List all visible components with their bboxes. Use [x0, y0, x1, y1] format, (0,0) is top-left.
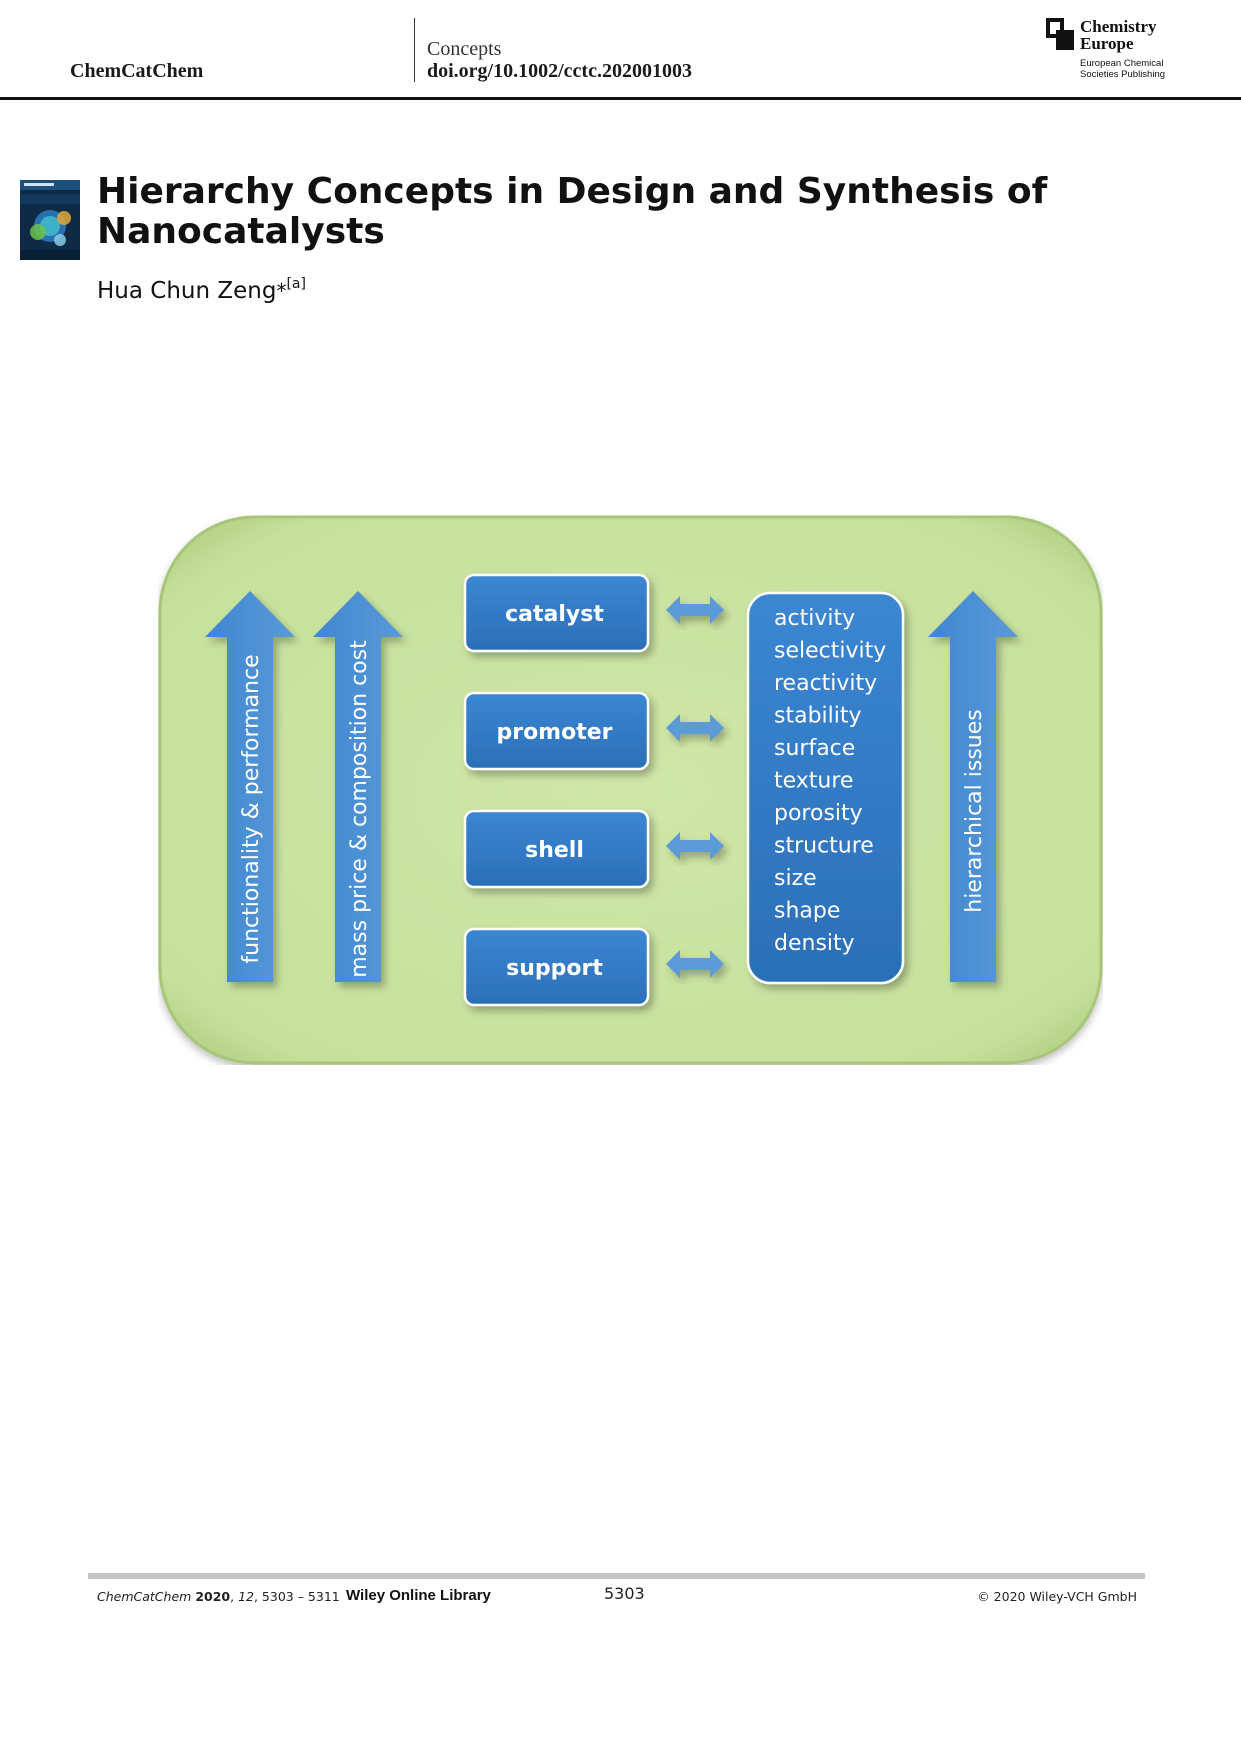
publisher-logo: Chemistry Europe European Chemical Socie… — [1046, 18, 1196, 82]
header-divider — [414, 18, 415, 82]
hierarchy-diagram: functionality & performance mass price &… — [158, 515, 1103, 1065]
footer-journal: ChemCatChem — [97, 1589, 192, 1604]
right-arrow-hierarchical-label: hierarchical issues — [962, 709, 987, 913]
author-line: Hua Chun Zeng*[a] — [97, 276, 306, 304]
footer-citation: ChemCatChem 2020, 12, 5303 – 5311 — [97, 1589, 340, 1604]
page-header: ChemCatChem Concepts doi.org/10.1002/cct… — [0, 0, 1241, 100]
component-boxes: catalyst promoter shell support — [463, 573, 650, 1007]
journal-cover-thumbnail[interactable] — [20, 180, 80, 260]
publisher-logo-name-line1: Chemistry — [1080, 17, 1157, 36]
properties-box — [746, 591, 905, 985]
property-stability: stability — [774, 704, 862, 729]
property-selectivity: selectivity — [774, 639, 886, 664]
publisher-logo-name: Chemistry Europe — [1080, 18, 1200, 52]
publisher-logo-icon — [1046, 18, 1074, 50]
footer-year: 2020 — [195, 1589, 231, 1604]
property-porosity: porosity — [774, 801, 863, 826]
component-box-support — [463, 927, 650, 1007]
left-arrow-cost-label: mass price & composition cost — [347, 640, 372, 978]
double-arrow-support — [666, 950, 724, 978]
author-affiliation-marker[interactable]: [a] — [286, 276, 306, 292]
property-texture: texture — [774, 769, 853, 794]
double-arrow-catalyst — [666, 596, 724, 624]
publisher-logo-sub-line1: European Chemical — [1080, 58, 1164, 69]
component-label-support: support — [506, 956, 603, 981]
publisher-logo-subtitle: European Chemical Societies Publishing — [1080, 58, 1200, 80]
publisher-logo-sub-line2: Societies Publishing — [1080, 69, 1166, 80]
author-name[interactable]: Hua Chun Zeng — [97, 278, 277, 304]
property-reactivity: reactivity — [774, 671, 877, 696]
corresponding-author-marker: * — [276, 279, 287, 303]
footer-pages: 5303 – 5311 — [261, 1589, 340, 1604]
component-box-promoter — [463, 691, 650, 771]
component-label-shell: shell — [525, 838, 584, 863]
right-arrow-hierarchical — [928, 591, 1018, 982]
component-box-shell — [463, 809, 650, 889]
property-size: size — [774, 866, 817, 891]
hierarchy-diagram-canvas: functionality & performance mass price &… — [158, 515, 1103, 1065]
journal-name: ChemCatChem — [70, 60, 204, 82]
doi-link[interactable]: doi.org/10.1002/cctc.202001003 — [427, 60, 692, 82]
wiley-online-library-link[interactable]: Wiley Online Library — [346, 1587, 491, 1604]
copyright: © 2020 Wiley-VCH GmbH — [977, 1589, 1137, 1604]
left-arrow-functionality-label: functionality & performance — [239, 654, 264, 963]
publisher-logo-name-line2: Europe — [1080, 34, 1134, 53]
header-rule — [0, 97, 1241, 100]
page-number: 5303 — [604, 1584, 645, 1603]
property-activity: activity — [774, 606, 855, 631]
double-arrow-promoter — [666, 714, 724, 742]
property-density: density — [774, 931, 855, 956]
property-surface: surface — [774, 736, 855, 761]
double-arrow-shell — [666, 832, 724, 860]
footer-volume: 12 — [238, 1589, 254, 1604]
double-arrows — [666, 596, 724, 978]
footer-rule — [88, 1573, 1145, 1579]
property-structure: structure — [774, 834, 874, 859]
component-box-catalyst — [463, 573, 650, 653]
left-arrow-functionality — [205, 591, 295, 982]
left-arrow-cost — [313, 591, 403, 982]
article-type: Concepts — [427, 38, 502, 60]
component-label-promoter: promoter — [496, 720, 612, 745]
article-title: Hierarchy Concepts in Design and Synthes… — [97, 171, 1048, 252]
property-shape: shape — [774, 899, 840, 924]
component-label-catalyst: catalyst — [505, 602, 604, 627]
properties-list: activity selectivity reactivity stability su… — [774, 606, 886, 956]
